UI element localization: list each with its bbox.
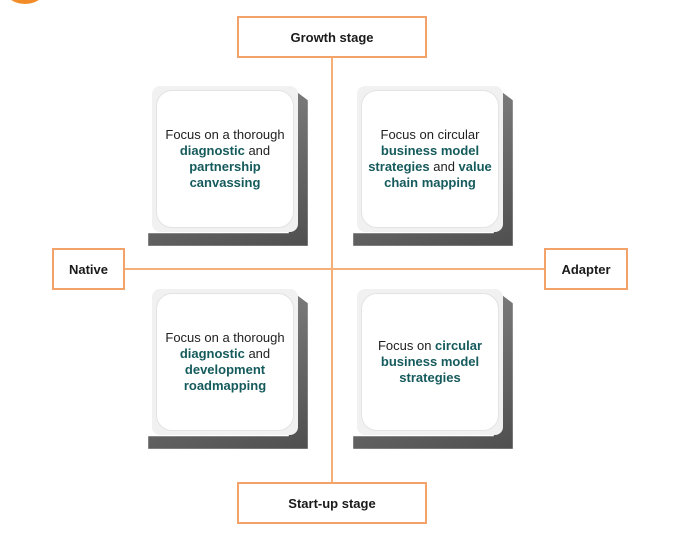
quadrant-text-plain: Focus on a thorough xyxy=(165,330,285,345)
quadrant-text-highlight: business model strategies xyxy=(368,143,480,174)
horizontal-axis-line xyxy=(124,268,545,270)
axis-label-adapter: Adapter xyxy=(544,248,628,290)
quadrant-text-joiner: and xyxy=(429,159,459,174)
quadrant-text-highlight: development roadmapping xyxy=(183,362,267,393)
quadrant-text: Focus on circular business model strateg… xyxy=(368,338,492,386)
quadrant-text-highlight: diagnostic xyxy=(179,143,245,158)
decorative-circle xyxy=(2,0,48,4)
quadrant-text-plain: Focus on a thorough xyxy=(165,127,285,142)
quadrant-text-joiner: and xyxy=(244,346,271,361)
quadrant-bottom-right: Focus on circular business model strateg… xyxy=(361,293,499,431)
quadrant-text-highlight: diagnostic xyxy=(179,346,245,361)
quadrant-text: Focus on a thorough diagnostic and partn… xyxy=(163,127,287,191)
quadrant-text-highlight: value chain mapping xyxy=(384,159,492,190)
quadrant-top-right: Focus on circular business model strateg… xyxy=(361,90,499,228)
quadrant-text-joiner: and xyxy=(244,143,271,158)
axis-label-start-up-stage: Start-up stage xyxy=(237,482,427,524)
quadrant-top-left: Focus on a thorough diagnostic and partn… xyxy=(156,90,294,228)
quadrant-bottom-left: Focus on a thorough diagnostic and devel… xyxy=(156,293,294,431)
quadrant-text-plain: Focus on circular xyxy=(380,127,480,142)
quadrant-text-highlight: partnership canvassing xyxy=(189,159,261,190)
quadrant-text-plain: Focus on xyxy=(377,338,436,353)
quadrant-text-highlight: circular business model strategies xyxy=(380,338,483,385)
axis-label-growth-stage: Growth stage xyxy=(237,16,427,58)
quadrant-text: Focus on circular business model strateg… xyxy=(368,127,492,191)
quadrant-text: Focus on a thorough diagnostic and devel… xyxy=(163,330,287,394)
axis-label-native: Native xyxy=(52,248,125,290)
